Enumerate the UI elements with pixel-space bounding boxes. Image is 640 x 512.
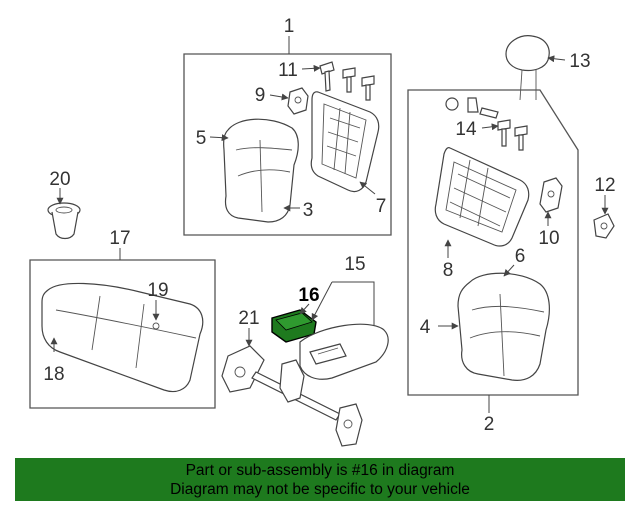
banner-line-2: Diagram may not be specific to your vehi… (170, 481, 470, 498)
seatback-frame-left (310, 91, 380, 193)
callout-19: 19 (147, 280, 168, 301)
seatback-frame-right (434, 147, 530, 247)
callout-21: 21 (238, 308, 259, 329)
hardware-14 (445, 97, 528, 151)
seatback-cover-left (223, 118, 299, 223)
callout-13: 13 (569, 51, 590, 72)
clip-12 (593, 213, 615, 239)
callout-labels: 1 2 3 4 5 6 7 8 9 10 11 12 13 14 15 16 1… (43, 16, 615, 435)
callout-4: 4 (420, 317, 431, 338)
callout-11: 11 (278, 60, 298, 81)
group-box-1 (183, 53, 392, 236)
banner-line-1: Part or sub-assembly is #16 in diagram (185, 462, 455, 479)
callout-2: 2 (484, 414, 495, 435)
callout-1: 1 (284, 16, 295, 37)
bolts-11 (319, 61, 375, 101)
callout-7: 7 (376, 196, 387, 217)
callout-18: 18 (43, 364, 64, 385)
armrest-hinge-21 (221, 345, 363, 447)
leader-lines (50, 55, 609, 352)
seat-cushion (41, 282, 204, 393)
callout-15: 15 (344, 254, 365, 275)
callout-3: 3 (303, 200, 314, 221)
callout-6: 6 (515, 246, 526, 267)
headrest-13 (505, 35, 550, 101)
callout-8: 8 (443, 260, 454, 281)
armrest-15 (299, 323, 389, 380)
seatback-cover-right (457, 272, 550, 381)
info-banner: Part or sub-assembly is #16 in diagram D… (15, 458, 625, 501)
callout-17: 17 (109, 228, 130, 249)
callout-12: 12 (594, 175, 615, 196)
callout-20: 20 (49, 169, 70, 190)
group-box-2 (407, 89, 579, 396)
callout-9: 9 (255, 85, 266, 106)
callout-14: 14 (455, 119, 477, 140)
hinge-bracket-9 (287, 87, 309, 115)
hinge-bracket-10 (539, 177, 563, 213)
cup-holder-20 (47, 202, 81, 240)
callout-16: 16 (298, 285, 319, 306)
group-box-17 (29, 259, 216, 409)
callout-5: 5 (196, 128, 207, 149)
callout-10: 10 (538, 228, 559, 249)
